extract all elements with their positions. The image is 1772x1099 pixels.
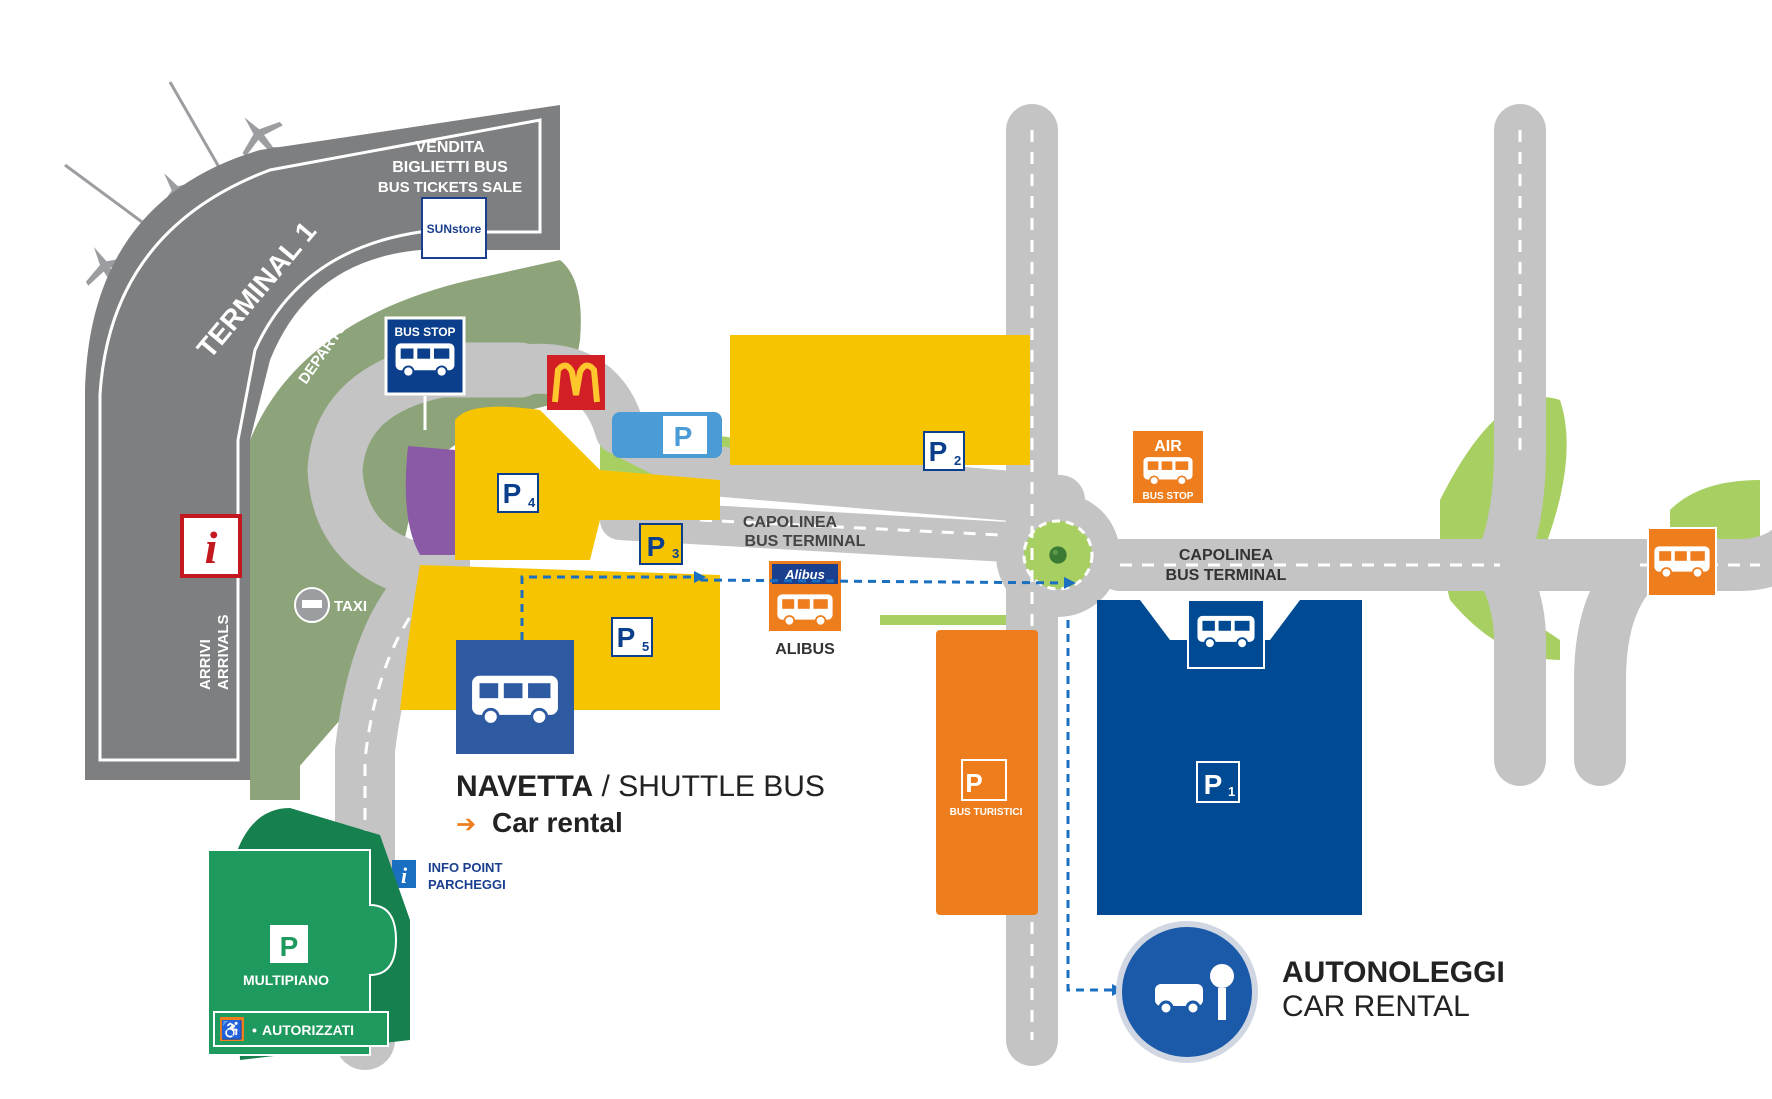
svg-text:5: 5 [642,639,649,654]
shuttle-route [520,571,1124,996]
parking-p1-sign: P 1 [1196,761,1240,803]
ticket-sale-line1: VENDITA [415,139,484,156]
parking-p2-area[interactable] [730,335,1030,465]
car-rental-line1: AUTONOLEGGI [1282,956,1505,989]
info-icon[interactable]: i [180,514,242,578]
svg-text:P: P [280,931,299,962]
svg-text:P: P [1204,769,1223,800]
svg-text:P: P [674,421,693,452]
parking-p2-sign: P 2 [923,431,965,471]
svg-text:Alibus: Alibus [784,567,825,582]
car-rental-icon[interactable] [1116,921,1258,1063]
bus-stop-sign[interactable]: BUS STOP [384,316,466,430]
svg-text:P: P [965,768,982,798]
svg-text:P: P [929,436,948,467]
shuttle-bus-sign[interactable] [456,640,574,754]
parking-p4-area[interactable] [455,406,720,560]
terminal-building [85,105,560,780]
wheelchair-icon: ♿ [221,1019,243,1040]
arrivals-it: ARRIVI [197,639,214,690]
alibus-label: ALIBUS [775,641,835,658]
svg-text:P: P [503,478,522,509]
info-point-line2: PARCHEGGI [428,877,506,892]
multipiano-label: MULTIPIANO [243,972,329,988]
parking-p4-sign: P 4 [497,473,539,513]
sunstore-logo: SUNstore [421,197,487,259]
svg-text:AUTORIZZATI: AUTORIZZATI [262,1022,354,1038]
svg-text:1: 1 [1228,784,1235,799]
svg-text:•: • [252,1022,257,1038]
svg-text:AIR: AIR [1154,438,1182,455]
taxi-stand[interactable]: TAXI [294,587,367,623]
multipiano-building[interactable]: P [207,808,410,1060]
car-rental-line2: CAR RENTAL [1282,990,1470,1023]
svg-text:BUS STOP: BUS STOP [1143,491,1194,502]
mcdonalds-icon[interactable] [547,355,605,410]
arrivals-en: ARRIVALS [215,614,232,690]
info-point-line1: INFO POINT [428,860,502,875]
svg-text:i: i [205,522,218,573]
right-bus-sign[interactable] [1647,527,1717,597]
svg-text:3: 3 [672,546,679,561]
svg-text:SUNstore: SUNstore [427,222,482,236]
svg-text:BUS TURISTICI: BUS TURISTICI [950,807,1023,818]
parking-p3-sign: P 3 [639,523,683,565]
bus-terminal-right-line2: BUS TERMINAL [1166,567,1287,584]
svg-text:BUS STOP: BUS STOP [394,325,455,339]
shuttle-arrow: ➔ [456,811,476,838]
svg-text:i: i [401,863,408,888]
ticket-sale-line2: BIGLIETTI BUS [392,159,508,176]
svg-text:2: 2 [954,453,961,468]
motorcycle-parking-sign[interactable]: P [612,412,722,458]
authorized-area: ♿ • AUTORIZZATI [213,1011,389,1047]
shuttle-subtitle: Car rental [492,807,623,838]
parking-p1-area[interactable] [1097,600,1362,915]
svg-text:TAXI: TAXI [334,598,367,615]
ticket-sale-line3: BUS TICKETS SALE [378,179,522,196]
bus-terminal-right-line1: CAPOLINEA [1179,547,1274,564]
bus-turistici-sign: P BUS TURISTICI [950,759,1023,818]
bus-terminal-center-line1: CAPOLINEA [743,514,838,531]
svg-text:4: 4 [528,495,536,510]
bus-terminal-center-line2: BUS TERMINAL [745,533,866,550]
kiss-and-fly-area [405,446,455,555]
shuttle-title: NAVETTA / SHUTTLE BUS [456,770,825,803]
svg-text:P: P [617,622,636,653]
svg-text:P: P [647,531,666,562]
parking-p5-sign: P 5 [611,617,653,657]
bus-terminal-right-sign[interactable] [1187,599,1265,669]
air-bus-stop-sign[interactable]: AIR BUS STOP [1131,429,1205,505]
alibus-sign[interactable]: Alibus [767,559,843,633]
